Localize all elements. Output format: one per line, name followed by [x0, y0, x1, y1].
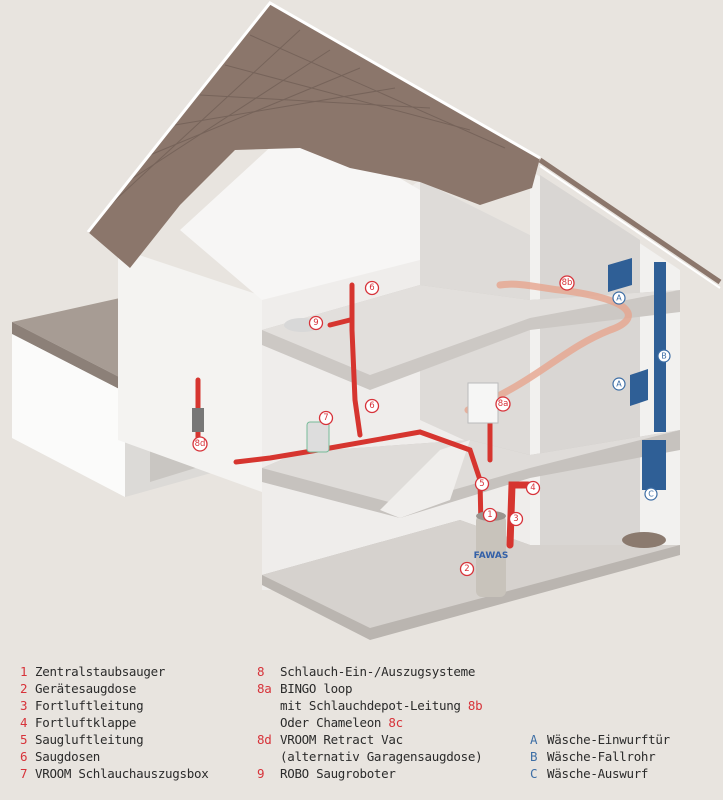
legend-number: 4 [20, 715, 28, 730]
legend-item: 5 Saugluftleitung [20, 731, 208, 748]
roof [86, 1, 722, 289]
legend-label: VROOM Retract Vac [280, 732, 403, 747]
diagram-marker: 1 [482, 507, 498, 523]
legend-column-2: 8 Schlauch-Ein-/Auszugsysteme 8a BINGO loo… [257, 663, 483, 782]
svg-text:6: 6 [369, 401, 374, 411]
diagram-marker: 8d [192, 436, 208, 452]
svg-text:8b: 8b [562, 278, 573, 288]
legend-number: 9 [257, 766, 265, 781]
diagram-marker: 6 [364, 280, 380, 296]
svg-text:A: A [616, 294, 622, 303]
legend-label: Wäsche-Einwurftür [547, 732, 670, 747]
diagram-marker: 5 [474, 476, 490, 492]
svg-text:5: 5 [479, 479, 484, 489]
legend-label: ROBO Saugroboter [280, 766, 396, 781]
diagram-marker: 7 [318, 410, 334, 426]
svg-text:7: 7 [323, 413, 328, 423]
legend-item: 8a BINGO loop [257, 680, 482, 697]
legend-item: Oder Chameleon 8c [257, 714, 482, 731]
legend-number: 7 [20, 766, 28, 781]
legend-label: Oder Chameleon [280, 715, 382, 730]
diagram-marker: 9 [308, 315, 324, 331]
legend-item: 2 Gerätesaugdose [20, 680, 208, 697]
svg-text:9: 9 [313, 318, 318, 328]
svg-text:A: A [616, 380, 622, 389]
legend-label: Zentralstaubsauger [35, 664, 166, 679]
legend-letter: A [530, 732, 538, 747]
legend-letter: B [530, 749, 538, 764]
svg-text:8d: 8d [195, 439, 206, 449]
legend-number: 3 [20, 698, 28, 713]
svg-text:2: 2 [464, 564, 469, 574]
legend-item: (alternativ Garagensaugdose) [257, 748, 483, 765]
legend-letter: C [530, 766, 538, 781]
legend-label: Wäsche-Fallrohr [547, 749, 656, 764]
legend-item: 7 VROOM Schlauchauszugsbox [20, 765, 209, 782]
svg-text:4: 4 [530, 483, 535, 493]
diagram-marker: 2 [459, 561, 475, 577]
laundry-chute [608, 258, 666, 548]
central-vacuum-unit: FAWAS [474, 511, 509, 597]
diagram-marker: A [612, 291, 626, 305]
legend-label: Saugdosen [35, 749, 101, 764]
legend-item: 6 Saugdosen [20, 748, 208, 765]
svg-text:C: C [648, 490, 654, 499]
legend-label: BINGO loop [280, 681, 353, 696]
legend-column-3: A Wäsche-Einwurftür B Wäsche-Fallrohr C Wäs… [530, 731, 670, 782]
legend-item: mit Schlauchdepot-Leitung 8b [257, 697, 483, 714]
legend-label: Schlauch-Ein-/Auszugsysteme [280, 664, 476, 679]
diagram-marker: 8b [559, 275, 575, 291]
diagram-marker: B [657, 349, 671, 363]
legend-item: 4 Fortluftklappe [20, 714, 208, 731]
legend-label: (alternativ Garagensaugdose) [280, 749, 483, 764]
house-cutaway-illustration: FAWAS 1 2 3 4 5 6 6 7 8a 8b 8d 9 A A B C [12, 1, 722, 640]
house-left-wall [118, 248, 262, 492]
floor-slabs [262, 285, 680, 640]
legend-label: Saugluftleitung [35, 732, 144, 747]
svg-text:1: 1 [487, 510, 492, 520]
legend-number: 8a [257, 681, 272, 696]
legend-label: Fortluftklappe [35, 715, 137, 730]
legend-item: 9 ROBO Saugroboter [257, 765, 482, 782]
diagram-marker: A [612, 377, 626, 391]
legend-number: 1 [20, 664, 28, 679]
svg-text:3: 3 [513, 514, 518, 524]
legend-item: C Wäsche-Auswurf [530, 765, 670, 782]
legend-item: 8d VROOM Retract Vac [257, 731, 482, 748]
diagram-marker: 8a [495, 396, 511, 412]
product-logo: FAWAS [474, 551, 509, 561]
legend-label: mit Schlauchdepot-Leitung [280, 698, 461, 713]
legend-item: 3 Fortluftleitung [20, 697, 208, 714]
svg-text:8a: 8a [498, 399, 509, 409]
svg-text:B: B [661, 352, 667, 361]
legend-number: 8d [257, 732, 272, 747]
legend-label: Wäsche-Auswurf [547, 766, 649, 781]
legend-label: VROOM Schlauchauszugsbox [35, 766, 209, 781]
diagram-markers: 1 2 3 4 5 6 6 7 8a 8b 8d 9 A A B C [192, 275, 671, 577]
legend-number: 6 [20, 749, 28, 764]
legend-item: A Wäsche-Einwurftür [530, 731, 670, 748]
legend-suffix: 8c [388, 715, 403, 730]
legend-number: 5 [20, 732, 28, 747]
legend-suffix: 8b [467, 698, 483, 713]
legend-label: Fortluftleitung [35, 698, 144, 713]
diagram-marker: 6 [364, 398, 380, 414]
legend-item: 1 Zentralstaubsauger [20, 663, 208, 680]
legend-item: B Wäsche-Fallrohr [530, 748, 670, 765]
legend-number: 8 [257, 664, 265, 679]
svg-text:6: 6 [369, 283, 374, 293]
diagram-marker: 3 [508, 511, 524, 527]
legend-label: Gerätesaugdose [35, 681, 137, 696]
diagram-marker: C [644, 487, 658, 501]
diagram-marker: 4 [525, 480, 541, 496]
legend-number: 2 [20, 681, 28, 696]
legend-item: 8 Schlauch-Ein-/Auszugsysteme [257, 663, 482, 680]
